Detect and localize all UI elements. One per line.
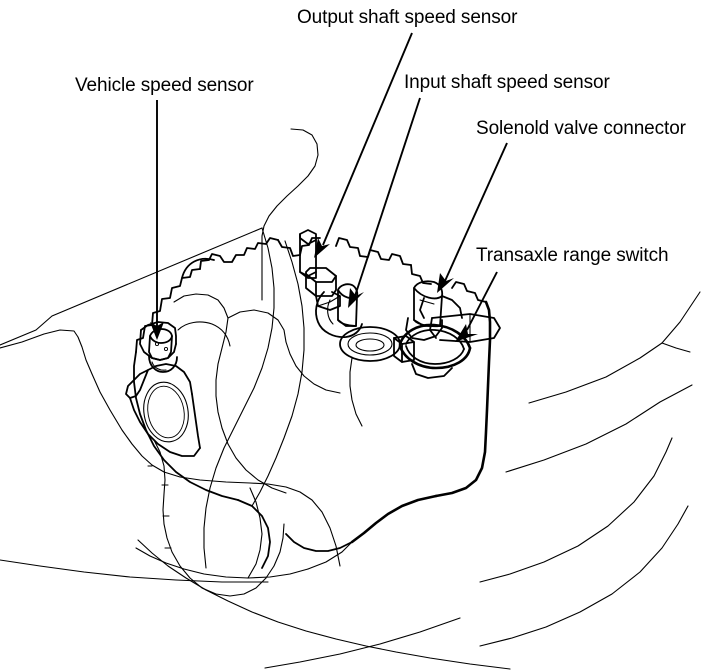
- leader-transaxle-range-switch: [455, 271, 498, 342]
- leader-lines: [150, 32, 508, 342]
- label-transaxle-range-switch: Transaxle range switch: [476, 245, 669, 266]
- arrowhead-transaxle-range-switch: [455, 324, 478, 342]
- mounting-boss-oval: [125, 363, 201, 457]
- label-vehicle-speed-sensor: Vehicle speed sensor: [75, 75, 254, 96]
- arrowhead-output-shaft-speed-sensor: [314, 238, 330, 258]
- label-output-shaft-speed-sensor: Output shaft speed sensor: [297, 7, 518, 28]
- lower-pan-section: [135, 439, 355, 597]
- right-background-lines: [264, 291, 701, 669]
- label-solenoid-valve-connector: Solenold valve connector: [476, 118, 686, 139]
- arrowhead-vehicle-speed-sensor: [150, 322, 164, 340]
- leader-input-shaft-speed-sensor: [348, 97, 421, 308]
- leader-vehicle-speed-sensor: [150, 100, 164, 340]
- leader-output-shaft-speed-sensor: [314, 32, 413, 258]
- arrowhead-input-shaft-speed-sensor: [348, 288, 364, 308]
- breather-hose: [261, 128, 319, 301]
- vehicle-speed-sensor-body: [139, 321, 178, 373]
- side-cover-plate: [173, 227, 341, 569]
- leader-solenoid-valve-connector: [437, 142, 508, 293]
- arrowhead-solenoid-valve-connector: [437, 273, 454, 293]
- label-input-shaft-speed-sensor: Input shaft speed sensor: [404, 72, 610, 93]
